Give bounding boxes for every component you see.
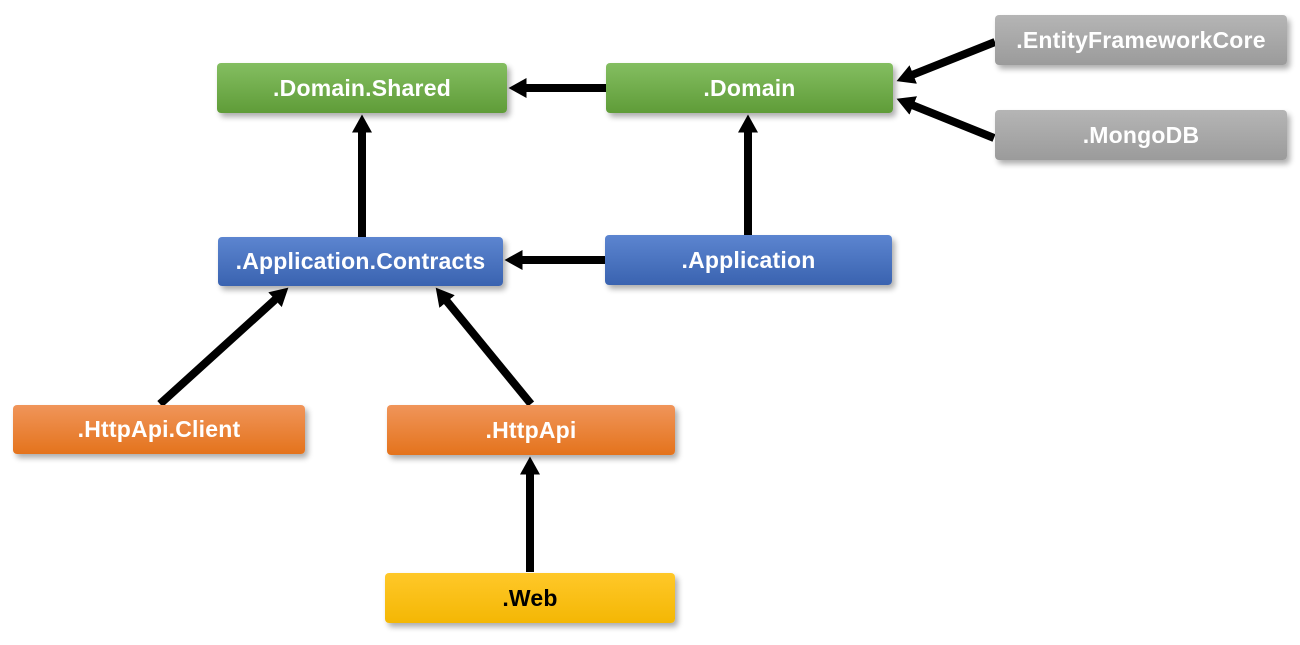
node-mongodb: .MongoDB (995, 110, 1287, 160)
arrow-mongodb-to-domain (896, 96, 996, 142)
node-httpapi-client: .HttpApi.Client (13, 405, 305, 454)
arrow-entityframeworkcore-to-domain (896, 38, 997, 84)
node-label: .MongoDB (1082, 121, 1200, 148)
node-label: .HttpApi.Client (77, 416, 241, 442)
node-web: .Web (385, 573, 675, 623)
node-label: .Web (502, 584, 558, 611)
node-entityframeworkcore: .EntityFrameworkCore (995, 15, 1287, 65)
node-label: .Domain (703, 74, 796, 101)
node-domain: .Domain (606, 63, 893, 113)
node-label: .Application.Contracts (235, 248, 486, 274)
node-label: .Application (681, 246, 816, 273)
node-application-contracts: .Application.Contracts (218, 237, 503, 286)
node-domain-shared: .Domain.Shared (217, 63, 507, 113)
arrow-httpapi-client-to-application-contracts (157, 287, 289, 407)
node-label: .HttpApi (485, 416, 577, 443)
node-label: .EntityFrameworkCore (1016, 26, 1266, 53)
node-application: .Application (605, 235, 892, 285)
arrow-httpapi-to-application-contracts (435, 287, 535, 407)
node-label: .Domain.Shared (273, 74, 451, 101)
node-httpapi: .HttpApi (387, 405, 675, 455)
